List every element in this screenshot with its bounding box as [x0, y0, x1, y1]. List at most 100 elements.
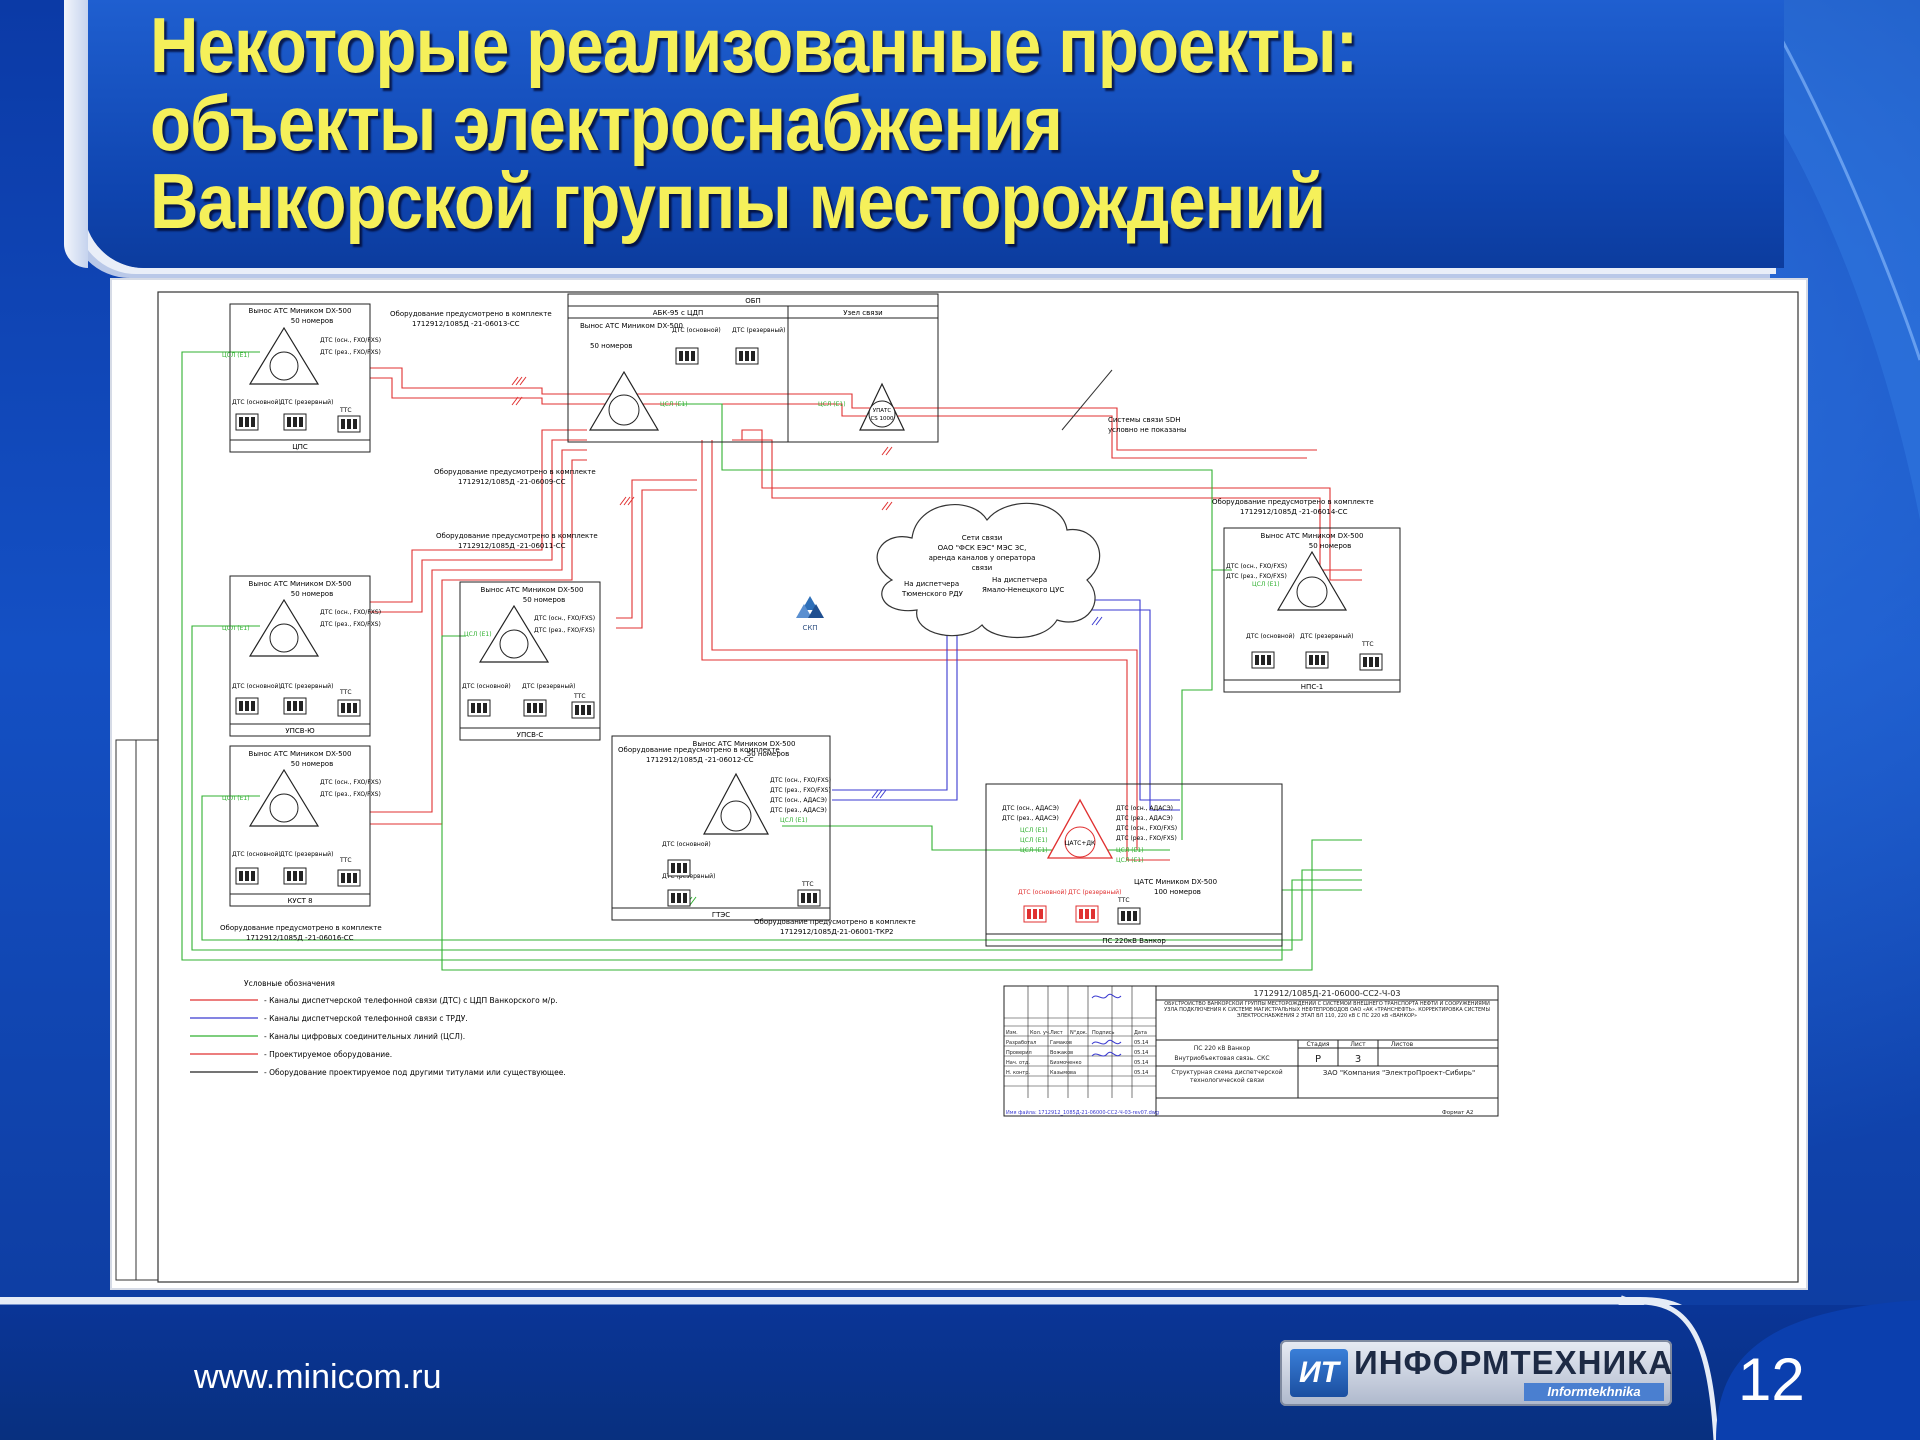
svg-text:АБК-95 с ЦДП: АБК-95 с ЦДП: [653, 309, 703, 317]
svg-text:Тюменского РДУ: Тюменского РДУ: [901, 590, 964, 598]
svg-text:НПС-1: НПС-1: [1301, 683, 1323, 691]
svg-text:Вынос АТС Миником DX-500: Вынос АТС Миником DX-500: [1261, 532, 1364, 540]
svg-text:Гамаков: Гамаков: [1050, 1040, 1072, 1046]
svg-text:Оборудование предусмотрено в к: Оборудование предусмотрено в комплекте: [436, 532, 598, 540]
svg-text:1712912/1085Д -21-06011-СС: 1712912/1085Д -21-06011-СС: [458, 542, 566, 550]
svg-text:ДТС (осн., FXO/FXS): ДТС (осн., FXO/FXS): [534, 615, 595, 622]
svg-text:ТТС: ТТС: [1117, 897, 1130, 904]
svg-text:Вынос АТС Миником DX-500: Вынос АТС Миником DX-500: [249, 307, 352, 315]
trdu-channel-lines: [832, 599, 1180, 811]
svg-text:Ямало-Ненецкого ЦУС: Ямало-Ненецкого ЦУС: [982, 586, 1064, 594]
svg-text:ПС 220кВ Ванкор: ПС 220кВ Ванкор: [1102, 937, 1166, 945]
svg-text:ТТС: ТТС: [573, 693, 586, 700]
svg-text:ДТС (осн., АДАСЭ): ДТС (осн., АДАСЭ): [770, 797, 827, 804]
svg-text:ЦСЛ (Е1): ЦСЛ (Е1): [464, 631, 492, 638]
svg-text:ДТС (резервный): ДТС (резервный): [662, 873, 715, 880]
svg-text:ДТС (основной): ДТС (основной): [232, 683, 281, 690]
svg-text:ДТС (рез., FXO/FXS): ДТС (рез., FXO/FXS): [320, 621, 381, 628]
svg-text:CS 1000: CS 1000: [870, 416, 894, 422]
svg-text:Системы связи SDH: Системы связи SDH: [1108, 416, 1180, 424]
svg-text:1712912/1085Д -21-06016-СС: 1712912/1085Д -21-06016-СС: [246, 934, 354, 942]
svg-text:ЦАТС Миником DX-500: ЦАТС Миником DX-500: [1134, 878, 1217, 886]
svg-text:Стадия: Стадия: [1306, 1041, 1329, 1048]
svg-text:05.14: 05.14: [1134, 1050, 1148, 1056]
svg-text:Вынос АТС Миником DX-500: Вынос АТС Миником DX-500: [481, 586, 584, 594]
svg-text:ДТС (резервный): ДТС (резервный): [1068, 889, 1121, 896]
svg-text:ОБП: ОБП: [745, 297, 761, 305]
svg-text:ДТС (рез., АДАСЭ): ДТС (рез., АДАСЭ): [770, 807, 827, 814]
svg-text:50 номеров: 50 номеров: [291, 590, 333, 598]
svg-text:ДТС (основной): ДТС (основной): [232, 399, 281, 406]
svg-text:Формат А2: Формат А2: [1442, 1110, 1473, 1116]
svg-text:ОАО "ФСК ЕЭС" МЭС ЗС,: ОАО "ФСК ЕЭС" МЭС ЗС,: [938, 544, 1027, 552]
svg-text:Бизмоченко: Бизмоченко: [1050, 1060, 1082, 1066]
svg-text:Внутриобъектовая связь. СКС: Внутриобъектовая связь. СКС: [1174, 1055, 1269, 1062]
node-upsv-s: Вынос АТС Миником DX-500 50 номеров ЦСЛ …: [459, 581, 601, 741]
svg-text:условно не показаны: условно не показаны: [1108, 426, 1187, 434]
node-cps: Вынос АТС Миником DX-500 50 номеров ЦСЛ …: [222, 303, 381, 453]
svg-text:Подпись: Подпись: [1092, 1030, 1115, 1036]
page-number: 12: [1738, 1346, 1805, 1413]
svg-text:связи: связи: [972, 564, 992, 572]
svg-text:Разработал: Разработал: [1006, 1040, 1036, 1046]
svg-text:ДТС (резервный): ДТС (резервный): [280, 683, 333, 690]
svg-text:05.14: 05.14: [1134, 1070, 1148, 1076]
svg-text:КУСТ 8: КУСТ 8: [287, 897, 312, 905]
svg-text:Оборудование предусмотрено в к: Оборудование предусмотрено в комплекте: [1212, 498, 1374, 506]
svg-text:ДТС (рез., FXO/FXS): ДТС (рез., FXO/FXS): [770, 787, 831, 794]
svg-text:ТТС: ТТС: [339, 407, 352, 414]
title-line-1: Некоторые реализованные проекты:: [150, 1, 1358, 89]
svg-text:Дата: Дата: [1134, 1030, 1147, 1036]
svg-text:ЦСЛ (Е1): ЦСЛ (Е1): [222, 352, 250, 359]
svg-text:ДТС (осн., FXO/FXS): ДТС (осн., FXO/FXS): [320, 609, 381, 616]
svg-text:50 номеров: 50 номеров: [291, 760, 333, 768]
slide-title: Некоторые реализованные проекты: объекты…: [150, 6, 1560, 240]
svg-text:УПСВ-С: УПСВ-С: [517, 731, 544, 739]
node-upsv-yu: Вынос АТС Миником DX-500 50 номеров ЦСЛ …: [222, 575, 381, 737]
svg-text:- Каналы цифровых соединительн: - Каналы цифровых соединительных линий (…: [264, 1032, 465, 1041]
svg-text:ЦСЛ (Е1): ЦСЛ (Е1): [1020, 837, 1048, 844]
svg-text:Узел связи: Узел связи: [843, 309, 882, 317]
logo-name: ИНФОРМТЕХНИКА: [1354, 1344, 1674, 1381]
svg-text:ДТС (основной): ДТС (основной): [662, 841, 711, 848]
svg-text:50 номеров: 50 номеров: [1309, 542, 1351, 550]
node-obp: ОБП АБК-95 с ЦДП Узел связи Вынос АТС Ми…: [567, 293, 939, 443]
svg-text:ДТС (осн., FXO/FXS): ДТС (осн., FXO/FXS): [320, 779, 381, 786]
footer-swoosh: [0, 1300, 1920, 1440]
svg-text:ГТЭС: ГТЭС: [712, 911, 730, 919]
node-nps1: Вынос АТС Миником DX-500 50 номеров ДТС …: [1223, 527, 1401, 693]
svg-text:100 номеров: 100 номеров: [1154, 888, 1201, 896]
node-ps220: ЦАТС+ДК ДТС (осн., АДАСЭ) ДТС (рез., АДА…: [985, 783, 1283, 947]
svg-text:ДТС (рез., FXO/FXS): ДТС (рез., FXO/FXS): [320, 349, 381, 356]
svg-text:1712912/1085Д-21-06001-ТКР2: 1712912/1085Д-21-06001-ТКР2: [780, 928, 894, 936]
website-link[interactable]: www.minicom.ru: [194, 1358, 442, 1396]
line-markers: [511, 376, 893, 511]
side-stamp: [115, 739, 159, 1281]
svg-text:ЦСЛ (Е1): ЦСЛ (Е1): [818, 401, 846, 408]
svg-text:ЦАТС+ДК: ЦАТС+ДК: [1065, 840, 1096, 847]
project-description: ОБУСТРОЙСТВО ВАНКОРСКОЙ ГРУППЫ МЕСТОРОЖД…: [1164, 1001, 1490, 1019]
svg-text:1712912/1085Д-21-06000-СС2-Ч-0: 1712912/1085Д-21-06000-СС2-Ч-03: [1254, 989, 1401, 998]
svg-text:ЦСЛ (Е1): ЦСЛ (Е1): [1020, 847, 1048, 854]
svg-text:50 номеров: 50 номеров: [590, 342, 632, 350]
svg-text:ДТС (основной): ДТС (основной): [672, 327, 721, 334]
svg-text:ДТС (основной): ДТС (основной): [1018, 889, 1067, 896]
svg-text:аренда каналов у оператора: аренда каналов у оператора: [929, 554, 1036, 562]
svg-text:ТТС: ТТС: [801, 881, 814, 888]
svg-text:ПС 220 кВ Ванкор: ПС 220 кВ Ванкор: [1194, 1045, 1251, 1052]
svg-text:Лист: Лист: [1350, 1041, 1366, 1048]
node-kust8: Вынос АТС Миником DX-500 50 номеров ЦСЛ …: [222, 745, 381, 907]
svg-text:ДТС (рез., АДАСЭ): ДТС (рез., АДАСЭ): [1002, 815, 1059, 822]
sheet-title: Структурная схема диспетчерской технолог…: [1171, 1069, 1283, 1084]
title-line-3: Ванкорской группы месторождений: [150, 157, 1326, 245]
svg-text:ДТС (основной): ДТС (основной): [232, 851, 281, 858]
svg-text:Условные обозначения: Условные обозначения: [244, 979, 335, 988]
svg-text:ЦСЛ (Е1): ЦСЛ (Е1): [1116, 847, 1144, 854]
csl-channel-lines: [181, 351, 1362, 971]
equipment-notes: Оборудование предусмотрено в комплекте 1…: [220, 310, 1374, 942]
svg-text:ДТС (рез., FXO/FXS): ДТС (рез., FXO/FXS): [1116, 835, 1177, 842]
svg-text:ДТС (резервный): ДТС (резервный): [280, 399, 333, 406]
skp-logo: СКП: [796, 596, 824, 632]
svg-text:ДТС (основной): ДТС (основной): [1246, 633, 1295, 640]
svg-text:ЦПС: ЦПС: [292, 443, 308, 451]
